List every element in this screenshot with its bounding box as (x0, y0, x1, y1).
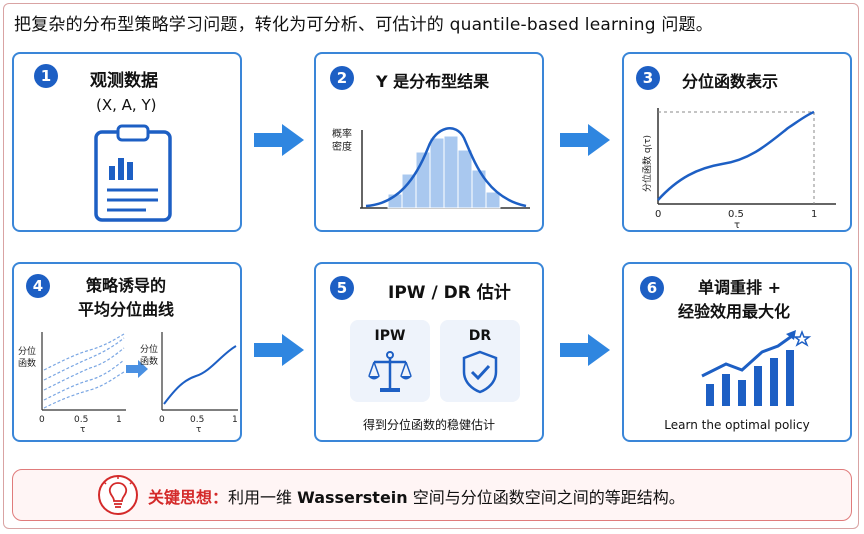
density-curve (365, 127, 527, 208)
y-axis-label-left: 分位 函数 (18, 346, 36, 370)
tick-label: 0 (39, 415, 45, 425)
y-axis-label-line: 函数 (140, 357, 159, 367)
ipw-panel: IPW (350, 320, 430, 402)
average-quantile-curve (163, 345, 237, 405)
dr-label: DR (468, 328, 492, 344)
tick-label: 1 (116, 415, 122, 425)
tick-label: 0 (159, 415, 165, 425)
card-title: 观测数据 (90, 71, 158, 91)
quantile-curve (657, 110, 815, 201)
card-caption: 得到分位函数的稳健估计 (362, 418, 495, 432)
card-title-line-1: 单调重排 + (698, 278, 781, 297)
histogram-bar (485, 191, 501, 209)
dr-panel: DR (440, 320, 520, 402)
headline: 把复杂的分布型策略学习问题，转化为可分析、可估计的 quantile-based… (14, 15, 713, 35)
x-axis-label: τ (196, 425, 201, 435)
key-idea-body: 利用一维 Wasserstein 空间与分位函数空间之间的等距结构。 (228, 488, 685, 507)
y-axis-label-line: 分位 (140, 345, 159, 355)
key-idea-banner: 关键思想：利用一维 Wasserstein 空间与分位函数空间之间的等距结构。 (12, 469, 852, 521)
card-quantile-representation: 3 分位函数表示 分位函数 q(τ) 0 0.5 1 τ (622, 52, 852, 232)
y-axis-label-right: 分位 函数 (140, 344, 158, 368)
histogram-bar (457, 149, 473, 209)
card-subtitle: (X, A, Y) (96, 96, 157, 114)
card-title: Y 是分布型结果 (376, 72, 490, 91)
card-title: 分位函数表示 (682, 72, 779, 91)
card-rearrangement-utility-max: 6 单调重排 + 经验效用最大化 Learn the optimal polic… (622, 262, 852, 442)
step-badge-5: 5 (330, 276, 354, 300)
key-idea-body-bold: Wasserstein (297, 488, 408, 507)
key-idea-body-pre: 利用一维 (228, 488, 298, 507)
quantile-function-chart: 分位函数 q(τ) 0 0.5 1 τ (641, 108, 836, 231)
x-axis-label: τ (80, 425, 85, 435)
card-distributional-outcome: 2 Y 是分布型结果 概率 密度 (314, 52, 544, 232)
x-axis-label: τ (734, 220, 740, 231)
histogram-bar (401, 173, 417, 209)
quantile-curve (43, 347, 125, 391)
arrow-right-icon (560, 124, 610, 156)
step-badge-2: 2 (330, 66, 354, 90)
card-policy-induced-quantile-curve: 4 策略诱导的 平均分位曲线 分位 函数 0 0.5 1 τ 分位 函数 0 0… (12, 262, 242, 442)
quantile-curve (43, 359, 125, 401)
arrow-right-icon (254, 124, 304, 156)
histogram-chart (360, 127, 530, 209)
quantile-curve (43, 337, 125, 381)
tick-label: 0 (655, 209, 661, 220)
tick-label: 1 (232, 415, 238, 425)
growth-chart-icon (701, 329, 812, 406)
arrow-right-icon (126, 360, 148, 378)
y-axis-label-line: 分位 (18, 347, 37, 357)
tick-label: 0.5 (190, 415, 204, 425)
arrow-right-icon (560, 334, 610, 366)
ipw-label: IPW (374, 328, 406, 344)
step-badge-6: 6 (640, 276, 664, 300)
key-idea-body-post: 空间与分位函数空间之间的等距结构。 (407, 488, 685, 507)
step-badge-3: 3 (636, 66, 660, 90)
histogram-bar (443, 135, 459, 209)
card-title-line-2: 平均分位曲线 (78, 300, 175, 319)
card-caption: Learn the optimal policy (664, 418, 810, 432)
key-idea-text: 关键思想：利用一维 Wasserstein 空间与分位函数空间之间的等距结构。 (148, 484, 685, 508)
step-badge-1: 1 (34, 64, 58, 88)
key-idea-label: 关键思想： (148, 488, 229, 507)
average-quantile-curve-chart: 0 0.5 1 τ (159, 332, 238, 435)
y-axis-label-line: 概率 (332, 129, 352, 140)
balance-scale-icon (368, 351, 412, 392)
card-observed-data: 1 观测数据 (X, A, Y) (12, 52, 242, 232)
y-axis-label: 分位函数 q(τ) (641, 135, 653, 192)
card-title-line-1: 策略诱导的 (86, 276, 167, 295)
y-axis-label-line: 函数 (18, 359, 37, 369)
histogram-bar (429, 137, 445, 209)
clipboard-icon (94, 124, 172, 222)
tick-label: 0.5 (728, 209, 744, 220)
step-badge-4: 4 (26, 274, 50, 298)
card-title-line-2: 经验效用最大化 (678, 302, 791, 321)
card-ipw-dr-estimation: 5 IPW / DR 估计 IPW DR 得到分位函数的稳健估计 (314, 262, 544, 442)
shield-check-icon (462, 350, 498, 394)
card-title: IPW / DR 估计 (388, 283, 511, 303)
arrow-right-icon (254, 334, 304, 366)
quantile-curve (43, 371, 125, 409)
policy-quantile-curves-chart: 0 0.5 1 τ (39, 332, 126, 435)
tick-label: 0.5 (74, 415, 88, 425)
tick-label: 1 (811, 209, 817, 220)
y-axis-label-density: 概率 密度 (332, 128, 352, 154)
quantile-curve (43, 333, 125, 371)
y-axis-label-line: 密度 (332, 142, 352, 153)
lightbulb-icon (98, 475, 138, 515)
